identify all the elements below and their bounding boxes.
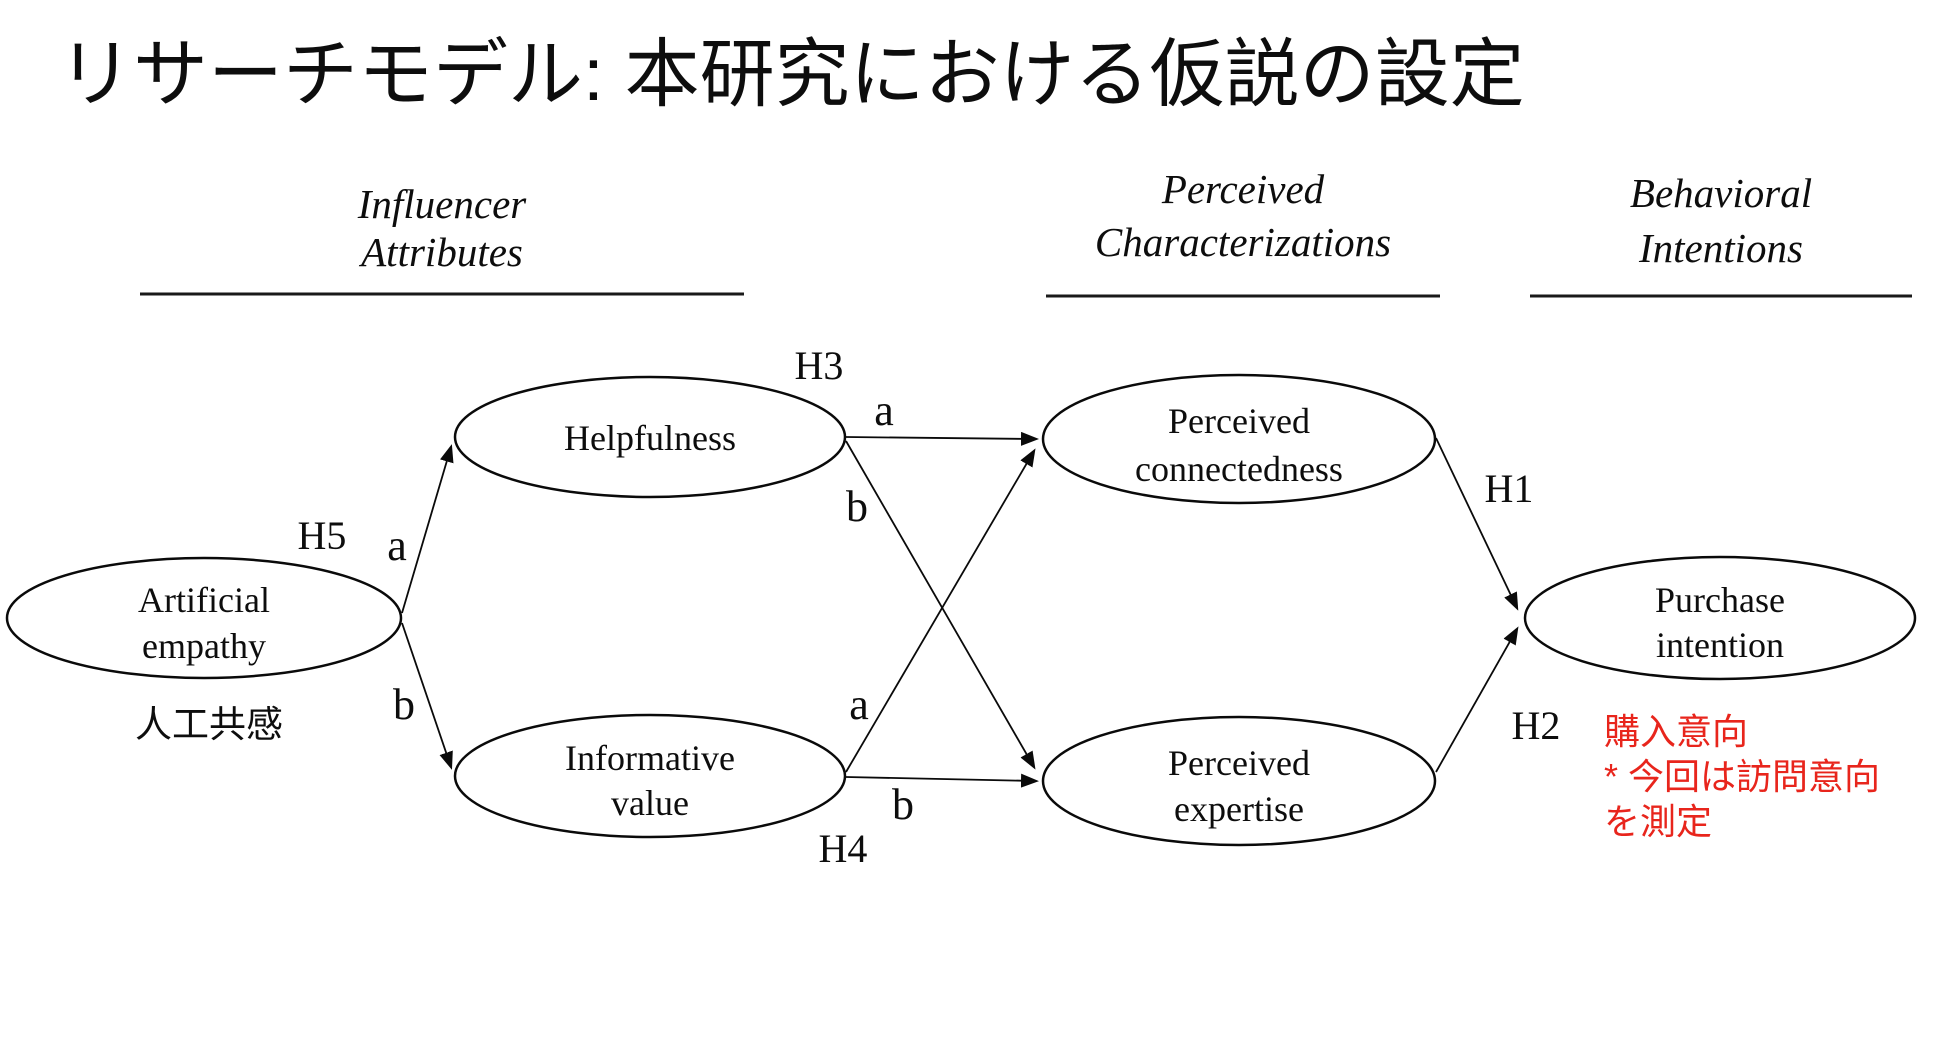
node-perceived-connectedness: Perceived connectedness: [1041, 373, 1437, 505]
label-h4a: a: [849, 680, 869, 729]
header-influencer-line1: Influencer: [357, 181, 528, 227]
node-helpfulness-label: Helpfulness: [564, 418, 736, 458]
label-h3: H3: [795, 343, 844, 388]
arrow-h5a-artificial-empathy-to-helpfulness: [401, 444, 454, 614]
arrow-h3b-helpfulness-to-perceived-expertise: [845, 440, 1036, 770]
node-purchase-intention-label-line1: Purchase: [1655, 580, 1785, 620]
node-helpfulness: Helpfulness: [453, 375, 847, 499]
node-artificial-empathy-caption-jp: 人工共感: [135, 704, 283, 745]
model-edges: [401, 431, 1519, 788]
page-title: リサーチモデル: 本研究における仮説の設定: [58, 32, 1525, 116]
node-purchase-intention-label-line2: intention: [1656, 625, 1784, 665]
column-header-perceived-characterizations: Perceived Characterizations: [1046, 166, 1440, 298]
header-behavioral-line2: Intentions: [1638, 225, 1803, 271]
label-h1: H1: [1485, 466, 1534, 511]
node-perceived-expertise: Perceived expertise: [1041, 715, 1437, 847]
column-header-influencer-attributes: Influencer Attributes: [140, 181, 744, 296]
header-perceived-line1: Perceived: [1161, 166, 1325, 212]
column-header-behavioral-intentions: Behavioral Intentions: [1530, 170, 1912, 298]
arrow-h3a-helpfulness-to-perceived-connectedness: [845, 431, 1039, 446]
annotation-line3: を測定: [1604, 801, 1712, 842]
node-perceived-expertise-label-line1: Perceived: [1168, 743, 1310, 783]
label-h2: H2: [1512, 703, 1561, 748]
node-artificial-empathy-label-line2: empathy: [142, 626, 266, 666]
node-artificial-empathy-label-line1: Artificial: [138, 580, 270, 620]
node-perceived-connectedness-ellipse: [1041, 373, 1437, 505]
arrow-h2-perceived-expertise-to-purchase-intention: [1435, 626, 1519, 773]
header-perceived-line2: Characterizations: [1095, 219, 1391, 265]
label-h5a: a: [387, 521, 407, 570]
label-h3a: a: [874, 386, 894, 435]
node-informative-value-ellipse: [453, 713, 847, 839]
node-purchase-intention-ellipse: [1523, 555, 1917, 681]
node-informative-value-label-line2: value: [611, 783, 689, 823]
header-behavioral-line1: Behavioral: [1630, 170, 1812, 216]
node-artificial-empathy: Artificial empathy 人工共感: [5, 556, 403, 745]
node-artificial-empathy-ellipse: [5, 556, 403, 680]
label-h5b: b: [393, 680, 415, 729]
annotation-line1: 購入意向: [1604, 711, 1748, 752]
label-h3b: b: [846, 482, 868, 531]
arrow-h4a-informative-value-to-perceived-connectedness: [845, 448, 1036, 773]
label-h4b: b: [892, 780, 914, 829]
annotation-line2: * 今回は訪問意向: [1604, 756, 1880, 797]
hypothesis-labels: H5 a b H3 a b a b H4 H1 H2: [298, 343, 1561, 871]
node-helpfulness-ellipse: [453, 375, 847, 499]
node-perceived-expertise-label-line2: expertise: [1174, 789, 1304, 829]
node-purchase-intention: Purchase intention: [1523, 555, 1917, 681]
label-h5: H5: [298, 513, 347, 558]
label-h4: H4: [819, 826, 868, 871]
node-perceived-connectedness-label-line1: Perceived: [1168, 401, 1310, 441]
annotation-purchase-intention-note: 購入意向 * 今回は訪問意向 を測定: [1604, 711, 1880, 842]
node-perceived-expertise-ellipse: [1041, 715, 1437, 847]
arrow-h1-perceived-connectedness-to-purchase-intention: [1435, 437, 1519, 611]
node-informative-value-label-line1: Informative: [565, 738, 735, 778]
node-informative-value: Informative value: [453, 713, 847, 839]
arrow-h5b-artificial-empathy-to-informative-value: [401, 622, 453, 770]
arrow-h4b-informative-value-to-perceived-expertise: [845, 773, 1039, 788]
node-perceived-connectedness-label-line2: connectedness: [1135, 449, 1343, 489]
header-influencer-line2: Attributes: [358, 229, 523, 275]
